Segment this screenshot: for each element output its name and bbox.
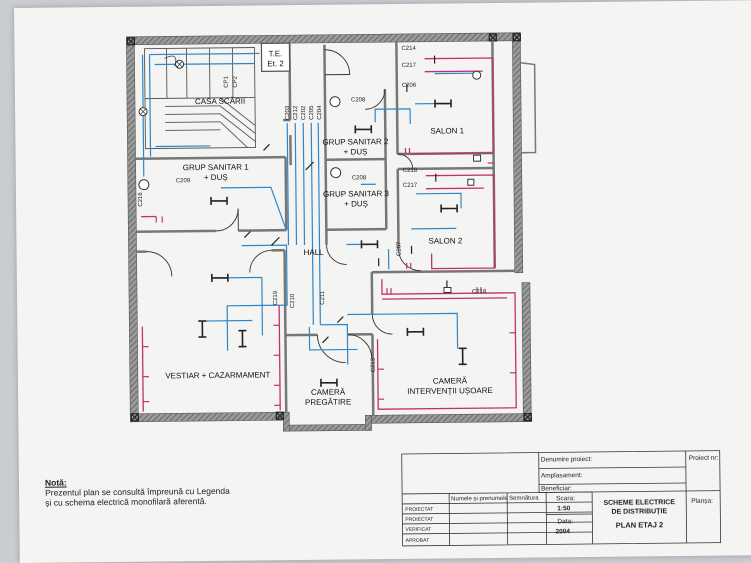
door-swings (146, 49, 421, 363)
label-c202: C202 (301, 105, 307, 120)
casa-scarii-label: CASA SCĂRII (195, 97, 245, 107)
bay-wall (520, 61, 537, 154)
tb-beneficiar: Beneficiar: (541, 485, 572, 492)
label-c212: C212 (293, 105, 299, 120)
camera-preg-label: CAMERĂ (311, 388, 346, 397)
label-c205: C205 (309, 105, 315, 120)
camera-int-label: CAMERĂ (433, 376, 468, 385)
tb-scara-label: Scara: (556, 495, 575, 502)
walls (126, 32, 532, 432)
salon1-label: SALON 1 (430, 126, 464, 135)
label-c206: C206 (402, 83, 417, 89)
lighting-circuits (141, 52, 475, 365)
te-box (260, 42, 291, 73)
note: Notă: Prezentul plan se consultă împreun… (45, 475, 265, 507)
gs3-label: GRUP SANITAR 3 (323, 189, 390, 199)
luminaires (198, 99, 467, 387)
label-c209: C209 (176, 178, 191, 184)
label-c211: C211 (320, 290, 326, 305)
title-block (401, 450, 722, 547)
label-c208b: C208 (352, 175, 367, 181)
stairs (143, 47, 256, 150)
tb-row-4: APROBAT (406, 538, 430, 544)
tb-col-nume: Numele și prenumele (451, 496, 508, 503)
label-c204: C204 (317, 105, 323, 120)
tb-row-1: PROIECTAT (405, 507, 433, 513)
label-c210: C210 (290, 293, 296, 308)
tb-row-2: PROIECTAT (405, 517, 433, 523)
tb-title1: SCHEME ELECTRICE (603, 499, 675, 507)
camera-preg-sub: PREGĂTIRE (305, 397, 351, 406)
label-c218a: C218 (403, 168, 418, 174)
te-label: T.E. (269, 49, 283, 58)
gs1-sub: + DUȘ (204, 173, 228, 182)
tb-title2: DE DISTRIBUȚIE (611, 508, 667, 516)
label-c207: C207 (396, 241, 402, 256)
vestiar-label: VESTIAR + CAZARMAMENT (165, 370, 270, 380)
tb-scara-value: 1:50 (557, 505, 570, 512)
label-c214: C214 (401, 46, 416, 52)
label-cp2: CP2 (233, 75, 239, 87)
label-cp1: CP1 (224, 75, 230, 87)
label-c216: C216 (138, 192, 144, 207)
floor-plan: C214 C217 C206 C208 C208 C218 C217 C209 … (126, 32, 722, 547)
interior-walls (135, 40, 515, 417)
room-labels: T.E. Et. 2 CASA SCĂRII GRUP SANITAR 1 + … (165, 49, 493, 407)
hall-label: HALL (304, 248, 325, 257)
switches (243, 55, 448, 344)
tb-amplasament: Amplasament: (541, 472, 583, 479)
tb-col-semnatura: Semnătura (509, 496, 539, 502)
salon2-label: SALON 2 (428, 236, 462, 245)
gs3-sub: + DUȘ (344, 199, 368, 208)
tb-denumire: Denumire proiect: (541, 456, 593, 464)
label-c203: C203 (285, 105, 291, 120)
circuit-labels: C214 C217 C206 C208 C208 C218 C217 C209 … (138, 46, 487, 372)
drawing-sheet: C214 C217 C206 C208 C208 C218 C217 C209 … (14, 0, 751, 563)
tb-plansa: Planșa: (691, 498, 713, 505)
gs2-label: GRUP SANITAR 2 (322, 137, 389, 147)
et-label: Et. 2 (267, 59, 284, 68)
label-c218b: C218 (472, 289, 487, 295)
lamp-x (139, 60, 183, 115)
gs1-label: GRUP SANITAR 1 (183, 163, 250, 173)
tb-proiect-nr: Proiect nr: (689, 455, 719, 462)
title-block-text: Denumire proiect: Amplasament: Beneficia… (405, 455, 719, 544)
label-c217b: C217 (403, 183, 418, 189)
tb-data-value: 2004 (555, 528, 570, 535)
camera-int-sub: INTERVENȚII UȘOARE (407, 386, 493, 396)
label-c217a: C217 (402, 63, 417, 69)
gs2-sub: + DUȘ (344, 147, 368, 156)
tb-row-3: VERIFICAT (405, 527, 431, 533)
label-c213: C213 (371, 357, 377, 372)
socket-circuits (141, 57, 517, 412)
socket-symbols (142, 147, 516, 406)
label-c208a: C208 (351, 97, 366, 103)
tb-title3: PLAN ETAJ 2 (616, 520, 663, 529)
tb-data-label: Data: (557, 518, 573, 525)
label-c219: C219 (273, 290, 279, 305)
